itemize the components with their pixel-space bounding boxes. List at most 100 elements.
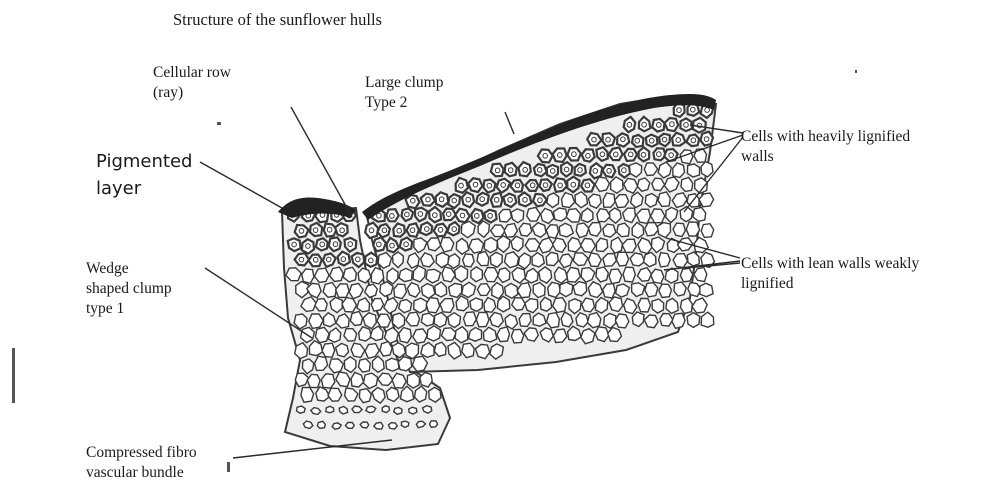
plant-cell <box>701 224 714 238</box>
plant-cell <box>546 225 558 238</box>
plant-cell <box>658 192 670 207</box>
plant-cell <box>576 223 589 238</box>
plant-cell <box>448 254 460 268</box>
plant-cell <box>373 237 386 251</box>
plant-cell <box>374 422 383 429</box>
plant-cell <box>533 282 545 297</box>
plant-cell <box>701 312 714 327</box>
plant-cell <box>378 224 390 237</box>
plant-cell <box>624 149 637 161</box>
plant-cell <box>335 223 348 236</box>
plant-cell <box>639 147 650 161</box>
plant-cell <box>399 300 412 313</box>
plant-cell <box>525 299 538 313</box>
plant-cell <box>659 284 672 297</box>
plant-cell <box>434 342 446 356</box>
plant-cell <box>420 373 432 387</box>
plant-cell <box>687 164 699 177</box>
plant-cell <box>310 223 322 236</box>
plant-cell <box>399 268 412 281</box>
plant-cell <box>309 255 322 267</box>
plant-cell <box>503 194 516 207</box>
plant-cell <box>576 313 588 327</box>
plant-cell <box>540 179 552 191</box>
plant-cell <box>365 223 378 238</box>
plant-cell <box>510 180 523 192</box>
plant-cell <box>609 269 622 284</box>
plant-cell <box>297 406 306 413</box>
plant-cell <box>407 253 419 268</box>
plant-cell <box>651 269 664 283</box>
plant-cell <box>567 267 580 282</box>
plant-cell <box>588 313 601 328</box>
plant-cell <box>407 373 419 388</box>
plant-cell <box>567 177 579 193</box>
plant-cell <box>505 163 517 176</box>
plant-cell <box>645 194 657 208</box>
plant-cell <box>637 178 649 191</box>
plant-cell <box>420 222 432 235</box>
plant-cell <box>581 329 595 344</box>
plant-cell <box>386 209 398 221</box>
plant-cell <box>624 117 636 132</box>
plant-cell <box>525 239 540 252</box>
plant-cell <box>533 194 547 207</box>
plant-cell <box>582 298 595 312</box>
plant-cell <box>560 282 573 296</box>
plant-cell <box>652 119 664 132</box>
plant-cell <box>596 238 607 251</box>
plant-cell <box>596 267 608 282</box>
plant-cell <box>659 253 671 267</box>
plant-cell <box>295 253 309 265</box>
plant-cell <box>423 406 432 414</box>
plant-cell <box>534 164 547 176</box>
plant-cell <box>316 238 328 250</box>
plant-cell <box>645 283 658 297</box>
leader-pigmented <box>200 162 282 208</box>
plant-cell <box>302 269 314 283</box>
plant-cell <box>590 163 602 178</box>
plant-cell <box>440 238 453 253</box>
plant-cell <box>673 254 688 268</box>
plant-cell <box>617 223 630 237</box>
plant-cell <box>377 314 391 327</box>
plant-cell <box>477 284 490 296</box>
plant-cell <box>519 223 532 236</box>
plant-cell <box>553 149 567 163</box>
plant-cell <box>686 222 699 236</box>
plant-cell <box>345 423 354 429</box>
plant-cell <box>393 223 405 236</box>
plant-cell <box>463 254 475 267</box>
plant-cell <box>357 298 370 312</box>
plant-cell <box>582 149 595 161</box>
plant-cell <box>436 192 449 207</box>
plant-cell <box>455 209 469 223</box>
plant-cell <box>421 194 435 206</box>
plant-cell <box>538 150 553 163</box>
plant-cell <box>484 298 496 313</box>
plant-cell <box>476 193 489 206</box>
plant-cell <box>694 237 708 252</box>
plant-cell <box>421 313 434 326</box>
plant-cell <box>468 178 482 192</box>
plant-cell <box>652 299 664 313</box>
plant-cell <box>701 132 714 146</box>
plant-cell <box>491 164 504 177</box>
plant-cell <box>371 268 383 284</box>
plant-cell <box>407 283 420 298</box>
plant-cell <box>659 134 670 147</box>
plant-cell <box>680 298 692 313</box>
plant-cell <box>434 224 448 237</box>
fibro-bundle-label: Compressed fibrovascular bundle <box>86 443 197 483</box>
plant-cell <box>546 252 558 265</box>
plant-cell <box>344 357 356 373</box>
plant-cell <box>603 193 615 207</box>
plant-cell <box>339 406 347 414</box>
plant-cell <box>533 313 546 326</box>
plant-cell <box>615 314 629 328</box>
plant-cell <box>617 133 629 146</box>
plant-cell <box>686 135 699 147</box>
plant-cell <box>343 267 356 282</box>
plant-cell <box>307 374 320 387</box>
